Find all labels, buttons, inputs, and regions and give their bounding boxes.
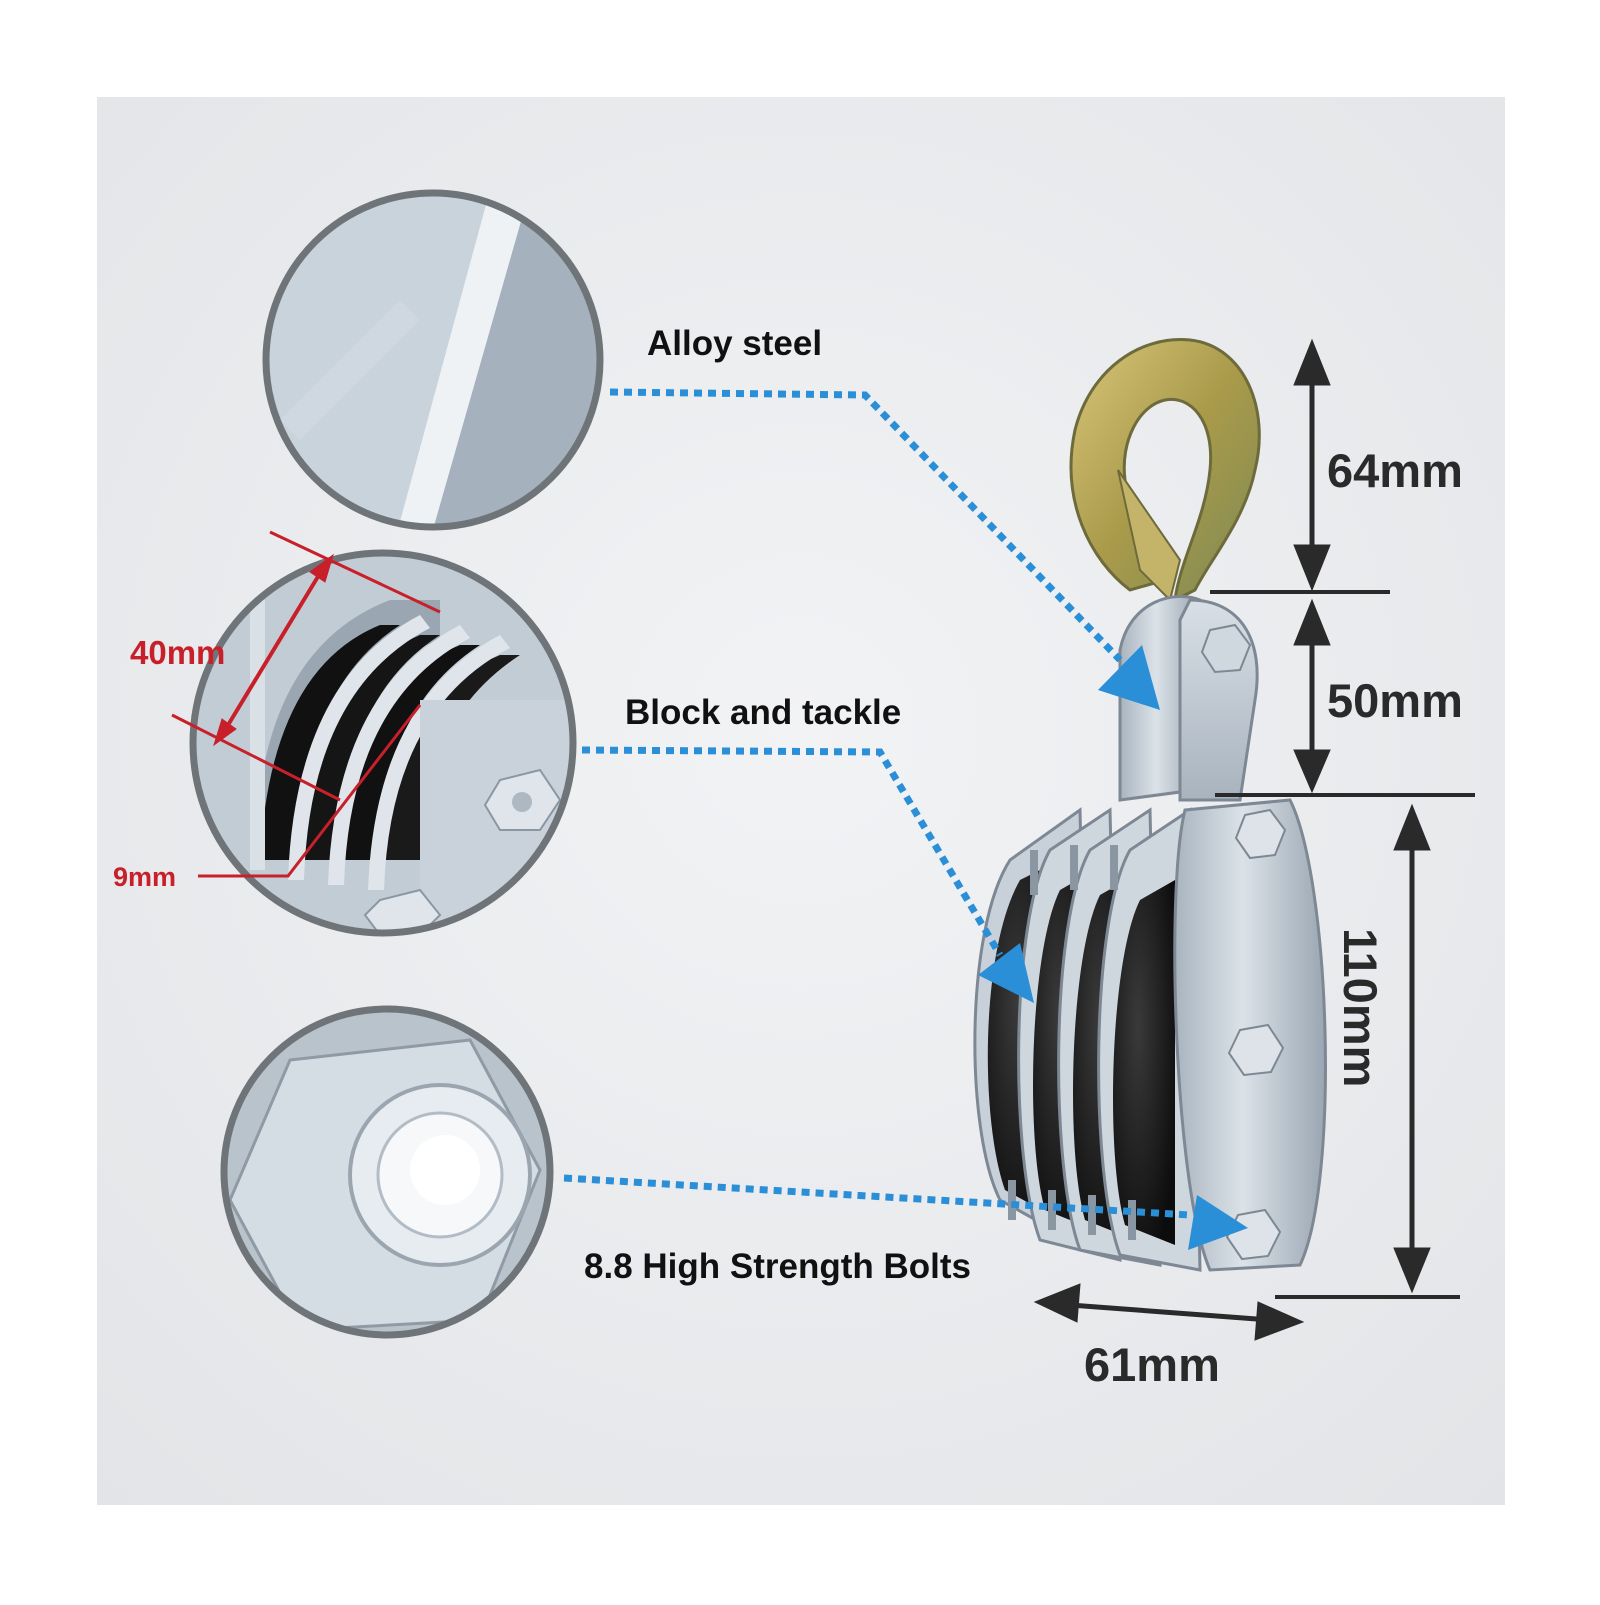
link-height-dimension: 50mm xyxy=(1327,674,1463,727)
sheave-dimension-marks xyxy=(171,530,441,878)
alloy-steel-label: Alloy steel xyxy=(647,324,823,363)
bolts-label: 8.8 High Strength Bolts xyxy=(584,1247,971,1286)
sheave-diameter-label: 40mm xyxy=(130,634,226,671)
callout-arrowheads xyxy=(978,645,1248,1250)
groove-width-label: 9mm xyxy=(113,862,177,892)
callout-lines xyxy=(563,388,1191,1219)
block-height-dimension: 110mm xyxy=(1334,928,1387,1088)
alloy-steel-detail-circle xyxy=(262,189,604,531)
sheave-stack xyxy=(973,807,1202,1272)
cheek-bolts xyxy=(1225,808,1287,1261)
block-and-tackle-label: Block and tackle xyxy=(625,693,902,732)
bolt-detail-circle xyxy=(220,1005,554,1339)
dimension-lines xyxy=(1033,338,1475,1341)
hook-height-dimension: 64mm xyxy=(1327,444,1463,497)
block-width-dimension: 61mm xyxy=(1084,1338,1220,1391)
